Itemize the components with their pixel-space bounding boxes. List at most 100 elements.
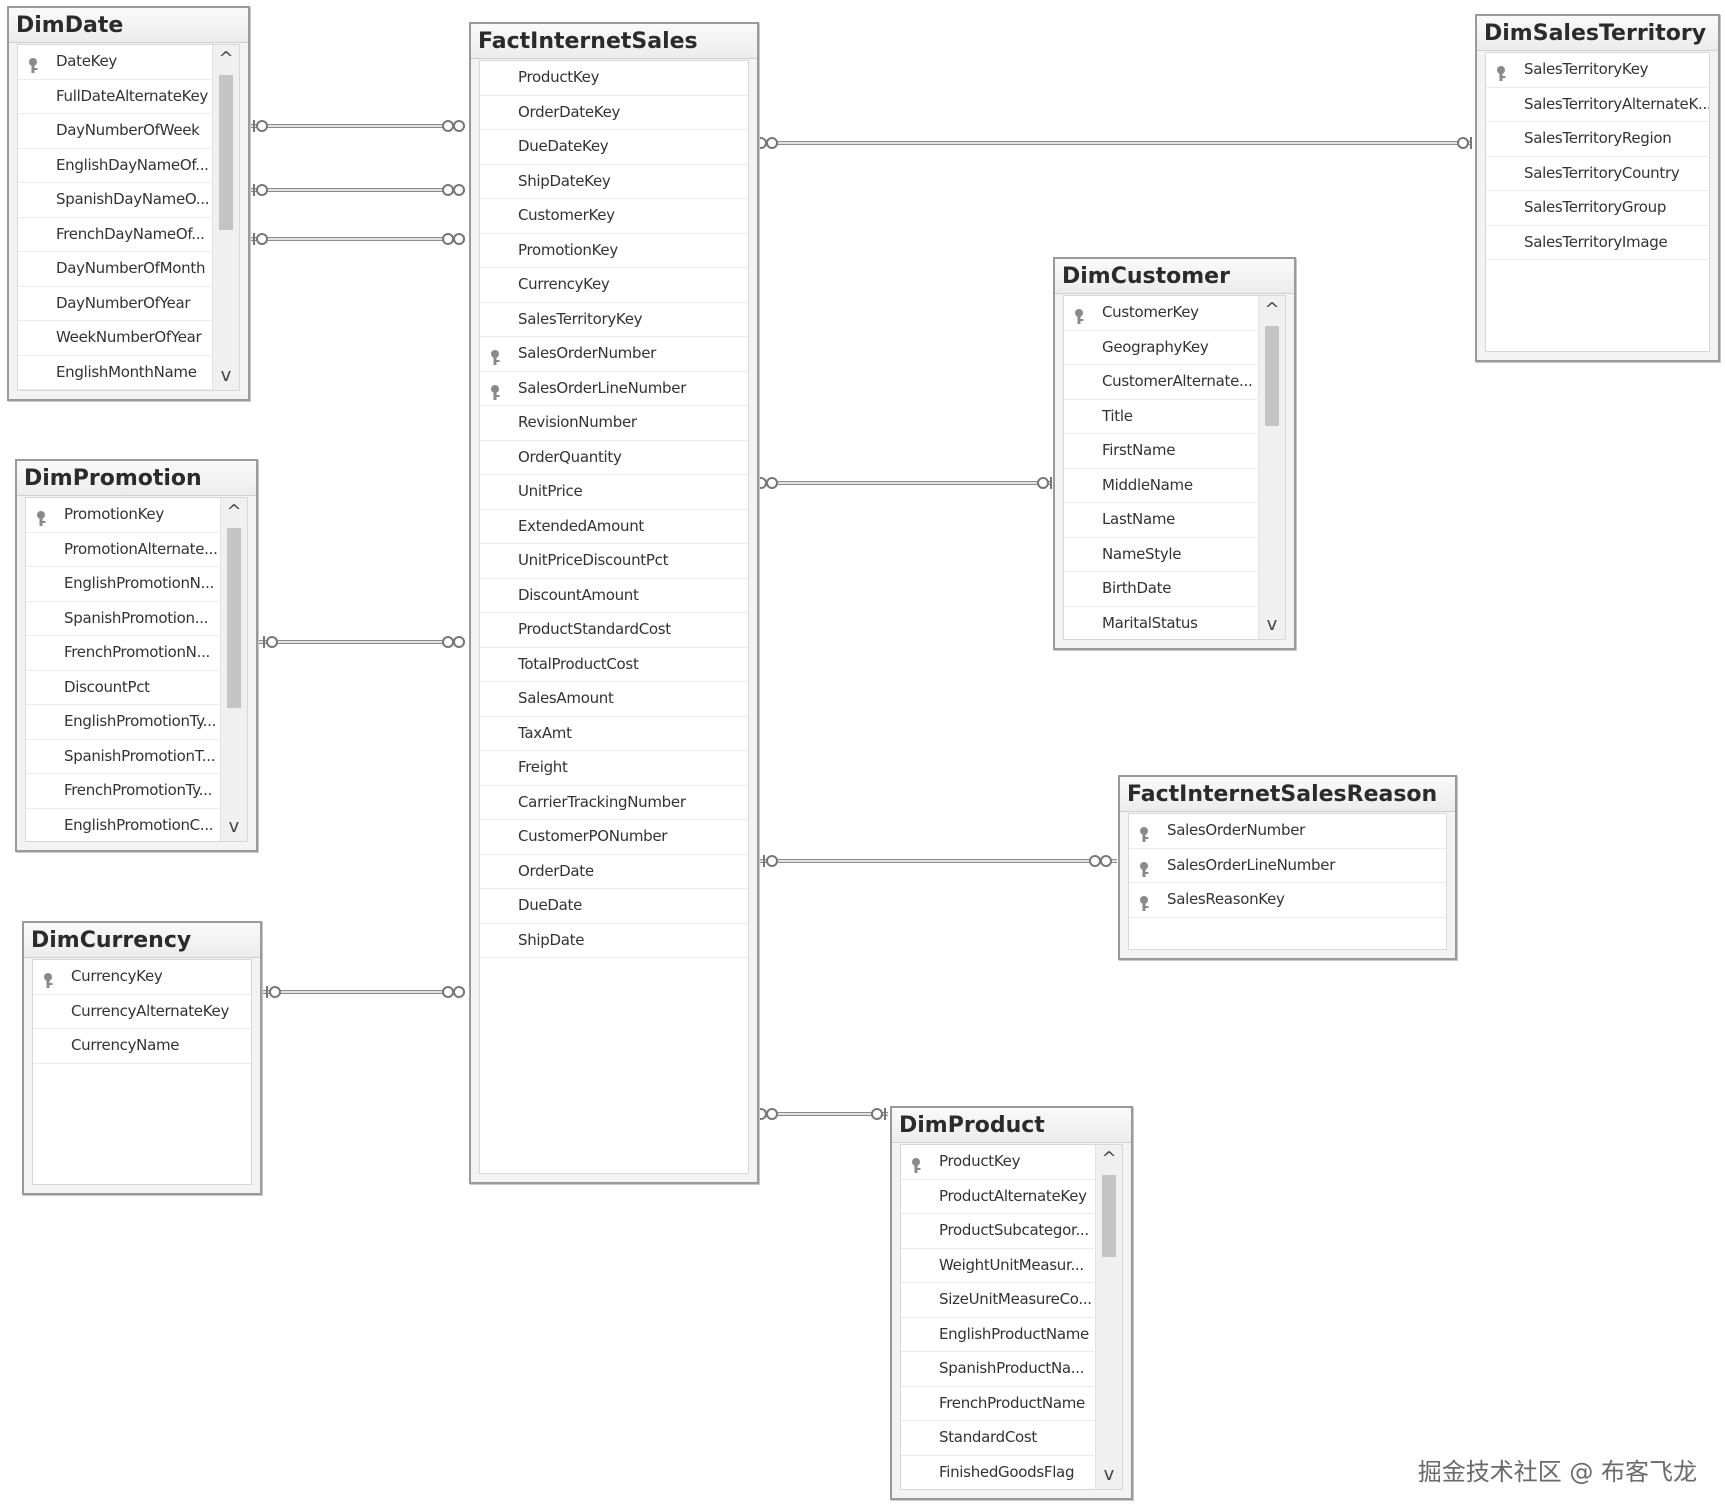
column-row[interactable]: FirstName xyxy=(1064,434,1257,469)
column-row[interactable]: OrderDateKey xyxy=(480,96,748,130)
rel-dimsalesterritory[interactable] xyxy=(755,136,1472,150)
column-row[interactable]: SizeUnitMeasureCo... xyxy=(901,1283,1094,1318)
column-row[interactable]: WeekNumberOfYear xyxy=(18,321,211,356)
column-row[interactable]: ProductSubcategor... xyxy=(901,1214,1094,1249)
rel-dimcustomer[interactable] xyxy=(755,476,1052,490)
scroll-down-button[interactable]: v xyxy=(220,365,232,386)
column-row[interactable]: SalesTerritoryGroup xyxy=(1486,191,1709,226)
column-row[interactable]: CustomerAlternate... xyxy=(1064,365,1257,400)
column-row[interactable]: DiscountPct xyxy=(26,671,219,705)
column-row[interactable]: EnglishPromotionC... xyxy=(26,809,219,842)
column-row[interactable]: FrenchProductName xyxy=(901,1387,1094,1421)
column-row[interactable]: SalesReasonKey xyxy=(1129,883,1446,918)
column-row[interactable]: FinishedGoodsFlag xyxy=(901,1456,1094,1490)
column-row[interactable]: DueDate xyxy=(480,889,748,924)
column-row[interactable]: DateKey xyxy=(18,45,211,80)
column-row[interactable]: CustomerPONumber xyxy=(480,820,748,855)
column-row[interactable]: PromotionAlternate... xyxy=(26,533,219,567)
column-row[interactable]: LastName xyxy=(1064,503,1257,538)
column-row[interactable]: BirthDate xyxy=(1064,572,1257,607)
column-row[interactable]: SalesTerritoryRegion xyxy=(1486,122,1709,157)
column-row[interactable]: ShipDate xyxy=(480,924,748,958)
column-row[interactable]: SpanishPromotion... xyxy=(26,602,219,636)
column-row[interactable]: WeightUnitMeasur... xyxy=(901,1249,1094,1283)
scroll-up-button[interactable]: ^ xyxy=(1101,1148,1117,1169)
rel-dimdate-duedate[interactable] xyxy=(250,183,465,197)
column-row[interactable]: FrenchPromotionTy... xyxy=(26,774,219,809)
column-row[interactable]: OrderQuantity xyxy=(480,441,748,475)
column-row[interactable]: OrderDate xyxy=(480,855,748,889)
column-row[interactable]: DiscountAmount xyxy=(480,579,748,613)
column-row[interactable]: SalesOrderLineNumber xyxy=(480,372,748,406)
column-row[interactable]: SalesOrderNumber xyxy=(1129,814,1446,849)
scroll-down-button[interactable]: v xyxy=(228,816,240,837)
scroll-up-button[interactable]: ^ xyxy=(218,48,234,69)
column-row[interactable]: DayNumberOfMonth xyxy=(18,252,211,287)
column-row[interactable]: ProductKey xyxy=(480,61,748,96)
column-row[interactable]: SalesTerritoryCountry xyxy=(1486,157,1709,191)
rel-dimdate-shipdate[interactable] xyxy=(250,232,465,246)
column-row[interactable]: SalesTerritoryAlternateK... xyxy=(1486,88,1709,122)
column-row[interactable]: EnglishProductName xyxy=(901,1318,1094,1352)
column-row[interactable]: SalesOrderLineNumber xyxy=(1129,849,1446,883)
column-row[interactable]: EnglishPromotionN... xyxy=(26,567,219,602)
column-row[interactable]: ProductAlternateKey xyxy=(901,1180,1094,1214)
column-row[interactable]: MaritalStatus xyxy=(1064,607,1257,640)
scroll-thumb[interactable] xyxy=(219,75,233,230)
column-row[interactable]: FrenchPromotionN... xyxy=(26,636,219,671)
column-row[interactable]: GeographyKey xyxy=(1064,331,1257,365)
column-row[interactable]: CurrencyKey xyxy=(480,268,748,303)
column-row[interactable]: ProductKey xyxy=(901,1145,1094,1180)
scrollbar[interactable]: ^ v xyxy=(212,45,239,390)
rel-dimpromotion[interactable] xyxy=(259,635,465,649)
column-row[interactable]: UnitPrice xyxy=(480,475,748,510)
column-row[interactable]: PromotionKey xyxy=(480,234,748,268)
scroll-down-button[interactable]: v xyxy=(1266,614,1278,635)
scroll-down-button[interactable]: v xyxy=(1103,1464,1115,1485)
column-row[interactable]: PromotionKey xyxy=(26,498,219,533)
column-row[interactable]: SalesOrderNumber xyxy=(480,337,748,372)
column-row[interactable]: RevisionNumber xyxy=(480,406,748,441)
column-row[interactable]: CustomerKey xyxy=(480,199,748,234)
column-row[interactable]: TaxAmt xyxy=(480,717,748,751)
column-row[interactable]: ShipDateKey xyxy=(480,165,748,199)
scrollbar[interactable]: ^ v xyxy=(1095,1145,1122,1489)
column-row[interactable]: CarrierTrackingNumber xyxy=(480,786,748,820)
column-row[interactable]: SpanishDayNameO... xyxy=(18,183,211,218)
column-row[interactable]: EnglishMonthName xyxy=(18,356,211,390)
column-row[interactable]: Freight xyxy=(480,751,748,786)
column-row[interactable]: SalesTerritoryImage xyxy=(1486,226,1709,260)
scroll-thumb[interactable] xyxy=(1102,1175,1116,1257)
column-row[interactable]: EnglishDayNameOf... xyxy=(18,149,211,183)
rel-dimproduct[interactable] xyxy=(755,1107,888,1121)
column-row[interactable]: NameStyle xyxy=(1064,538,1257,572)
column-row[interactable]: CurrencyKey xyxy=(33,960,251,995)
column-row[interactable]: SpanishProductNa... xyxy=(901,1352,1094,1387)
column-row[interactable]: SpanishMonthName xyxy=(18,390,211,391)
column-row[interactable]: TotalProductCost xyxy=(480,648,748,682)
column-row[interactable]: ProductStandardCost xyxy=(480,613,748,648)
column-row[interactable]: ExtendedAmount xyxy=(480,510,748,544)
scrollbar[interactable]: ^ v xyxy=(1258,296,1285,639)
column-row[interactable]: UnitPriceDiscountPct xyxy=(480,544,748,579)
scrollbar[interactable]: ^ v xyxy=(220,498,247,841)
column-row[interactable]: DueDateKey xyxy=(480,130,748,165)
column-row[interactable]: FrenchDayNameOf... xyxy=(18,218,211,252)
column-row[interactable]: DayNumberOfWeek xyxy=(18,114,211,149)
scroll-thumb[interactable] xyxy=(1265,326,1279,426)
column-row[interactable]: StandardCost xyxy=(901,1421,1094,1456)
column-row[interactable]: CurrencyName xyxy=(33,1029,251,1064)
scroll-up-button[interactable]: ^ xyxy=(1264,299,1280,320)
rel-dimcurrency[interactable] xyxy=(262,985,465,999)
table-factinternetsalesreason[interactable]: FactInternetSalesReason SalesOrderNumber… xyxy=(1118,775,1457,960)
column-row[interactable]: Title xyxy=(1064,400,1257,434)
scroll-thumb[interactable] xyxy=(227,528,241,708)
column-row[interactable]: SalesAmount xyxy=(480,682,748,717)
rel-factinternetsalesreason[interactable] xyxy=(759,854,1117,868)
scroll-up-button[interactable]: ^ xyxy=(226,501,242,522)
